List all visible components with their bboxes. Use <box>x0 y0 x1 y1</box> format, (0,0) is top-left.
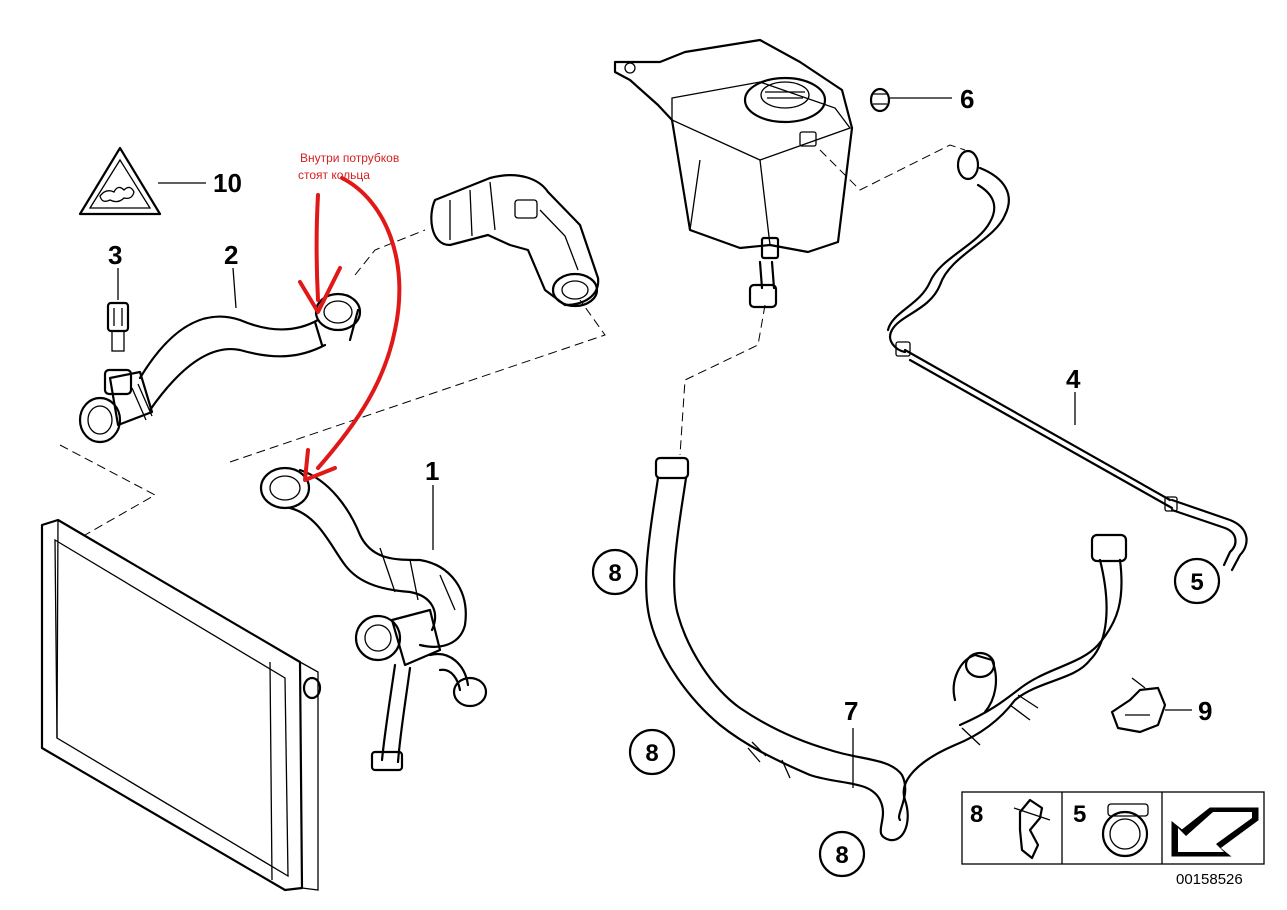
callout-1: 1 <box>425 456 439 486</box>
callout-circle-5: 5 <box>1173 557 1221 605</box>
red-annotation-arrows <box>298 176 402 482</box>
callout-2: 2 <box>224 240 238 270</box>
bleed-screw <box>869 87 891 113</box>
callout-3: 3 <box>108 240 122 270</box>
expansion-tank <box>613 38 854 309</box>
vent-hose-4 <box>886 149 1248 572</box>
callout-7: 7 <box>844 696 858 726</box>
hose-1 <box>259 466 488 772</box>
callout-10: 10 <box>213 168 242 198</box>
hose-2 <box>78 292 362 444</box>
callout-circle-8-upper: 8 <box>591 548 639 596</box>
hose-7 <box>645 456 1128 842</box>
hose-clip-icon <box>1013 798 1051 860</box>
callout-5: 5 <box>1190 569 1203 596</box>
callout-circle-8-middle: 8 <box>628 728 676 776</box>
document-id: 00158526 <box>1176 871 1243 888</box>
callout-8-middle: 8 <box>645 740 658 767</box>
legend-label-8: 8 <box>970 801 983 828</box>
callout-4: 4 <box>1066 364 1081 394</box>
thermostat-housing <box>430 174 600 308</box>
callout-6: 6 <box>960 84 974 114</box>
annotation-line-2: стоят кольца <box>298 168 370 182</box>
warning-triangle-icon <box>78 146 162 216</box>
annotation-line-1: Внутри потрубков <box>300 151 399 165</box>
callout-circle-8-lower: 8 <box>818 830 866 878</box>
callout-8-lower: 8 <box>835 842 848 869</box>
assembly-dashed-lines <box>59 144 966 536</box>
legend-box: 8 5 <box>961 791 1265 865</box>
callout-9: 9 <box>1198 696 1212 726</box>
legend-label-5: 5 <box>1073 801 1086 828</box>
radiator <box>40 518 322 892</box>
callout-8-upper: 8 <box>608 560 621 587</box>
direction-arrow-icon <box>1171 807 1259 857</box>
clip-9 <box>1110 677 1167 734</box>
temperature-sensor <box>106 301 130 352</box>
hose-clamp-icon <box>1101 803 1149 858</box>
